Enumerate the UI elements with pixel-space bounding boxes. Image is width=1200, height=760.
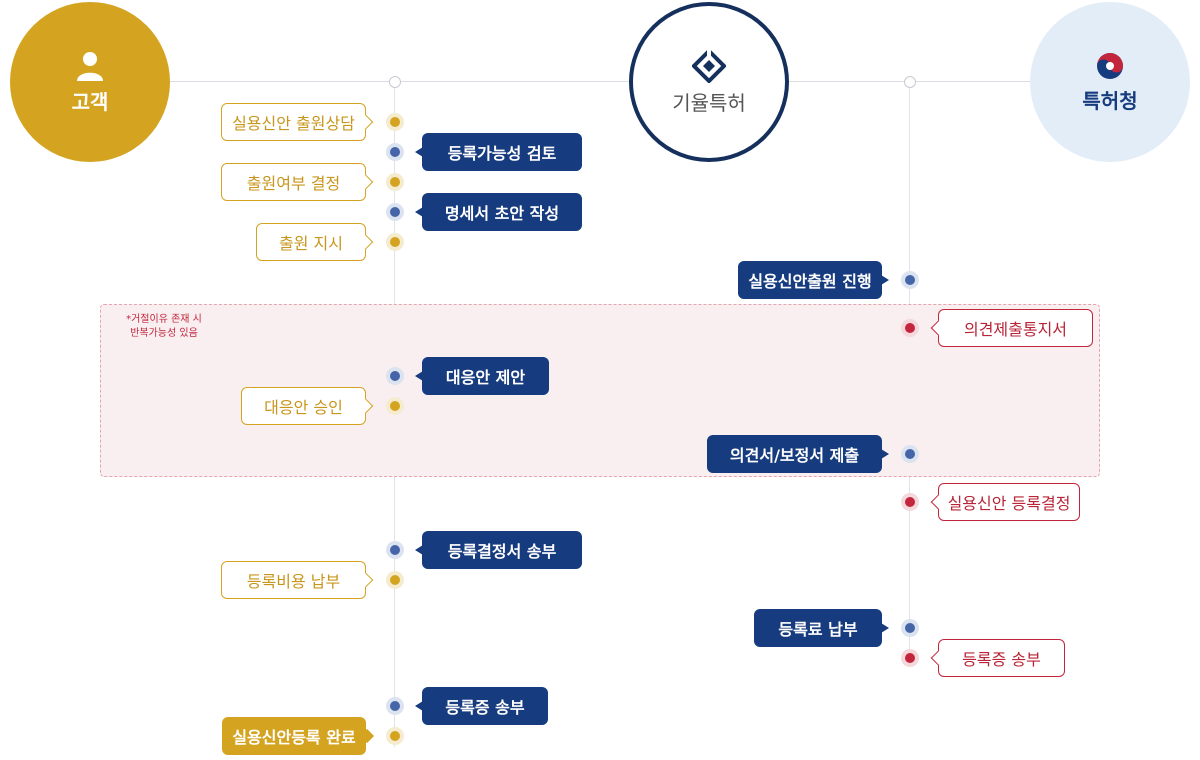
repeat-note: *거절이유 존재 시 반복가능성 있음 [126,314,202,339]
timeline-start-office [904,76,916,88]
step-filing-progress: 실용신안출원 진행 [738,261,882,299]
step-decision-delivery: 등록결정서 송부 [422,531,582,569]
step-dot [390,237,400,247]
diamond-logo-icon [692,48,726,83]
step-dot [905,323,915,333]
step-office-action: 의견제출통지서 [938,309,1093,347]
step-response-approval: 대응안 승인 [241,387,366,425]
step-filing-decision: 출원여부 결정 [221,163,366,201]
step-dot [390,117,400,127]
customer-label: 고객 [71,89,109,114]
step-dot [390,371,400,381]
step-dot [390,545,400,555]
step-dot [905,449,915,459]
step-draft-specification: 명세서 초안 작성 [422,193,582,231]
taegeuk-icon [1097,52,1123,79]
customer-node: 고객 [10,2,170,162]
step-dot [905,497,915,507]
step-dot [390,701,400,711]
step-dot [390,147,400,157]
step-filing-instruction: 출원 지시 [256,223,366,261]
office-node: 특허청 [1030,2,1190,162]
person-icon [77,51,103,81]
timeline-start-firm [389,76,401,88]
step-response-proposal: 대응안 제안 [422,357,549,395]
step-dot [390,575,400,585]
firm-label: 기율특허 [672,90,746,115]
step-dot [390,731,400,741]
step-fee-payment: 등록비용 납부 [221,561,366,599]
step-dot [390,207,400,217]
connector-line [90,81,1110,82]
step-dot [905,623,915,633]
step-registration-decision: 실용신안 등록결정 [938,483,1080,521]
step-certificate-delivery: 등록증 송부 [422,687,548,725]
firm-node: 기율특허 [629,2,789,162]
office-label: 특허청 [1082,88,1138,113]
step-registration-fee: 등록료 납부 [754,609,882,647]
step-dot [905,653,915,663]
step-registration-complete: 실용신안등록 완료 [222,717,366,755]
step-registrability-review: 등록가능성 검토 [422,133,582,171]
step-amendment-submission: 의견서/보정서 제출 [707,435,882,473]
step-certificate-issued: 등록증 송부 [938,639,1065,677]
step-dot [905,275,915,285]
step-consultation: 실용신안 출원상담 [221,103,366,141]
step-dot [390,177,400,187]
step-dot [390,401,400,411]
